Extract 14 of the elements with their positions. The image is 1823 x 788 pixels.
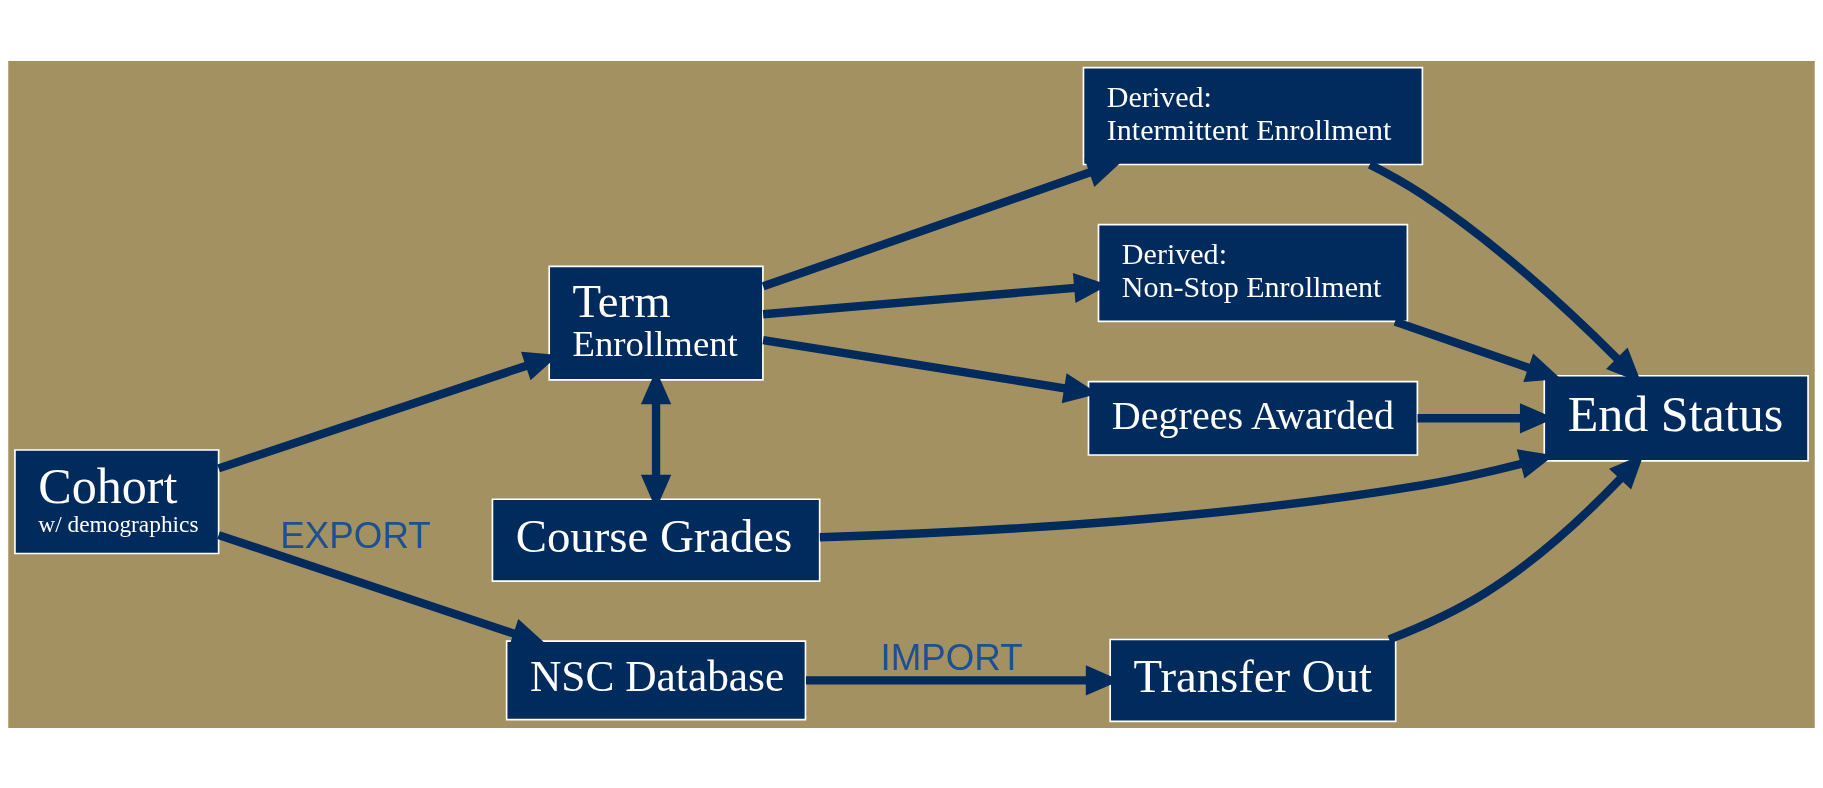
node-box: Transfer Out <box>1109 638 1397 722</box>
node-box: Degrees Awarded <box>1087 380 1419 456</box>
node-box: Cohort w/ demographics <box>14 448 220 554</box>
node-box: Derived: Non-Stop Enrollment <box>1097 223 1409 322</box>
arrow <box>1393 317 1561 382</box>
node-box: End Status <box>1543 374 1809 462</box>
node-box: NSC Database <box>505 639 807 720</box>
edge-label: EXPORT <box>280 514 431 556</box>
arrow <box>761 157 1123 290</box>
node-box: Derived: Intermittent Enrollment <box>1082 66 1424 165</box>
edge-label: IMPORT <box>880 636 1023 678</box>
node-box: Course Grades <box>491 497 821 582</box>
arrow <box>1367 160 1642 383</box>
node-box: Term Enrollment <box>548 265 764 381</box>
